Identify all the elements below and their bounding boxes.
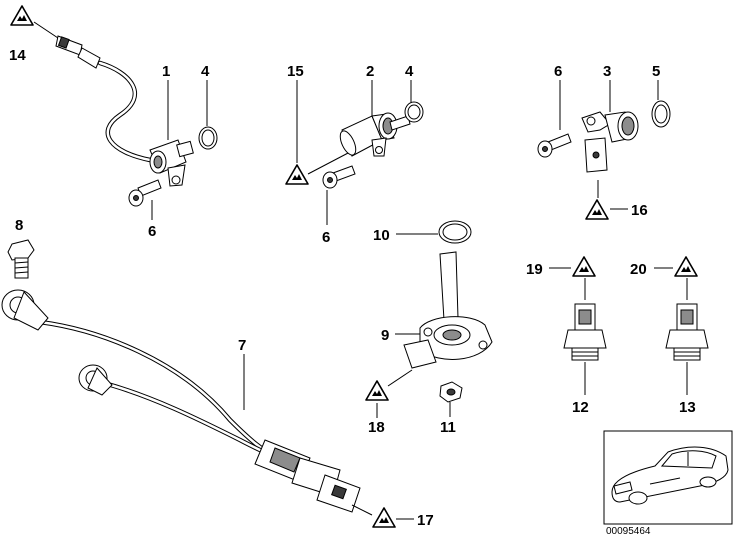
callout-19: 19 xyxy=(526,261,543,278)
warning-triangle-icon xyxy=(674,256,698,277)
vehicle-inset xyxy=(603,430,733,525)
bolt xyxy=(537,133,572,158)
callout-8: 8 xyxy=(15,217,23,234)
callout-2: 2 xyxy=(366,63,374,80)
callout-9: 9 xyxy=(381,327,389,344)
hex-bolt xyxy=(7,239,35,279)
callout-14: 14 xyxy=(9,47,26,64)
o-ring-seal xyxy=(198,126,218,150)
callout-5: 5 xyxy=(652,63,660,80)
callout-18: 18 xyxy=(368,419,385,436)
bolt xyxy=(128,179,162,207)
callout-12: 12 xyxy=(572,399,589,416)
warning-triangle-icon xyxy=(585,199,609,220)
o-ring-seal xyxy=(404,101,424,123)
callout-17: 17 xyxy=(417,512,434,529)
temperature-switch xyxy=(665,303,709,361)
o-ring-seal xyxy=(651,100,671,128)
crankshaft-sensor-cable xyxy=(55,35,153,163)
image-code: 00095464 xyxy=(606,526,651,536)
callout-13: 13 xyxy=(679,399,696,416)
warning-triangle-icon xyxy=(10,5,34,26)
warning-triangle-icon xyxy=(372,507,396,528)
callout-20: 20 xyxy=(630,261,647,278)
callout-4: 4 xyxy=(405,63,414,80)
temperature-switch xyxy=(563,303,607,361)
crankshaft-sensor xyxy=(149,139,194,187)
camshaft-sensor xyxy=(339,112,411,157)
nut xyxy=(439,381,463,403)
oil-level-sensor xyxy=(403,251,493,369)
callout-16: 16 xyxy=(631,202,648,219)
callout-6: 6 xyxy=(554,63,562,80)
callout-7: 7 xyxy=(238,337,246,354)
warning-triangle-icon xyxy=(365,380,389,401)
callout-3: 3 xyxy=(603,63,611,80)
callout-6: 6 xyxy=(322,229,330,246)
callout-15: 15 xyxy=(287,63,304,80)
bolt xyxy=(322,165,356,189)
callout-11: 11 xyxy=(440,419,456,436)
engine-speed-sensor xyxy=(581,111,639,173)
knock-sensor-harness xyxy=(1,289,361,513)
callout-1: 1 xyxy=(162,63,170,80)
warning-triangle-icon xyxy=(572,256,596,277)
callout-4: 4 xyxy=(201,63,210,80)
warning-triangle-icon xyxy=(285,164,309,185)
callout-6: 6 xyxy=(148,223,156,240)
callout-10: 10 xyxy=(373,227,390,244)
sealing-ring xyxy=(438,220,472,244)
